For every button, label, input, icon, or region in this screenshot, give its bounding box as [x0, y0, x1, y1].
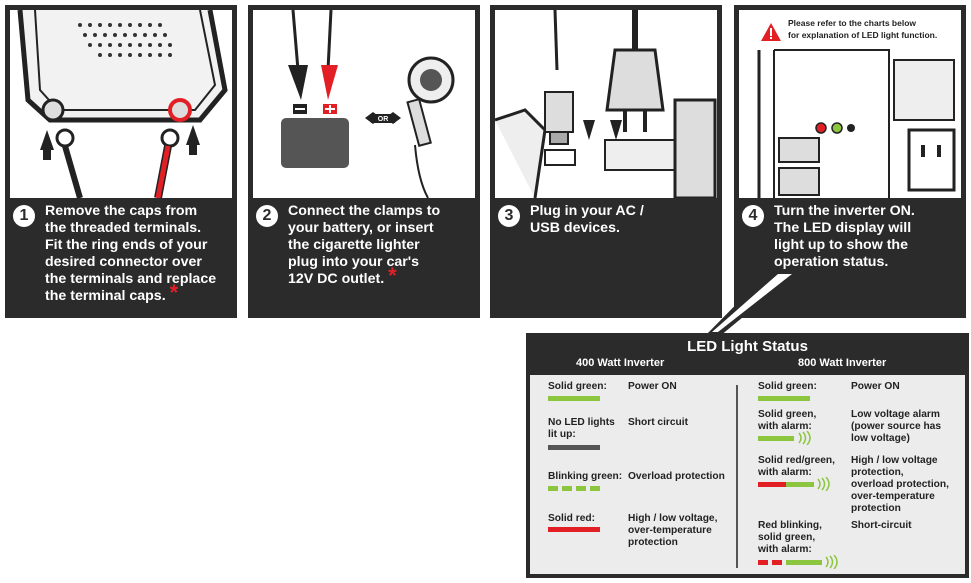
led-state-800-4: Red blinking, solid green, with alarm: — [758, 520, 822, 555]
led-bar-blink-green — [548, 486, 558, 491]
inverter-terminals-icon — [17, 10, 228, 198]
led-bar-blink-green — [576, 486, 586, 491]
step-panel-2: OR 2 Connect the clamps to your battery,… — [248, 5, 480, 318]
red-asterisk-icon: * — [388, 263, 397, 288]
step-caption: Turn the inverter ON. The LED display wi… — [774, 203, 915, 270]
step-caption: Connect the clamps to your battery, or i… — [288, 203, 441, 288]
led-bar-off — [548, 445, 600, 450]
svg-text:OR: OR — [378, 116, 389, 123]
led-meaning-800-3: High / low voltage protection, overload … — [851, 455, 949, 514]
led-meaning-800-2: Low voltage alarm (power source has low … — [851, 409, 942, 444]
column-header-400w: 400 Watt Inverter — [576, 357, 665, 369]
svg-text:Please refer to the charts bel: Please refer to the charts below for exp… — [788, 18, 937, 40]
led-status-chart: LED Light Status 400 Watt Inverter 800 W… — [526, 333, 969, 578]
led-state-800-3: Solid red/green, with alarm: — [758, 455, 835, 478]
step-panel-4: Please refer to the charts below for exp… — [734, 5, 966, 318]
led-bar-blink-green — [590, 486, 600, 491]
step-number: 2 — [256, 205, 278, 227]
ac-usb-plug-icon — [495, 10, 717, 198]
led-status-table: Solid green: Power ON No LED lights lit … — [530, 375, 965, 574]
battery-illustration: OR — [253, 10, 475, 198]
led-meaning-400-3: Overload protection — [628, 471, 725, 482]
led-state-800-2: Solid green, with alarm: — [758, 409, 817, 432]
led-state-400-4: Solid red: — [548, 513, 595, 524]
led-bar-solid-green — [758, 396, 810, 401]
led-bar-solid-green — [786, 560, 822, 565]
led-meaning-400-2: Short circuit — [628, 417, 689, 428]
step-number: 3 — [498, 205, 520, 227]
step-caption: Plug in your AC / USB devices. — [530, 203, 644, 236]
led-state-400-2: No LED lights lit up: — [548, 417, 615, 440]
led-state-800-1: Solid green: — [758, 381, 817, 392]
led-bar-solid-green — [548, 396, 600, 401]
led-meaning-400-4: High / low voltage, over-temperature pro… — [628, 513, 718, 548]
step-panel-1: 1 Remove the caps from the threaded term… — [5, 5, 237, 318]
step-caption: Remove the caps from the threaded termin… — [45, 203, 217, 305]
alarm-waves-icon — [817, 477, 830, 491]
led-bar-solid-green — [786, 482, 814, 487]
terminal-illustration — [10, 10, 232, 198]
callout-pointer — [705, 270, 800, 336]
led-bar-blink-green — [562, 486, 572, 491]
inverter-front-illustration: Please refer to the charts below for exp… — [739, 10, 961, 198]
led-state-400-3: Blinking green: — [548, 471, 623, 482]
battery-clamps-icon: OR — [281, 10, 455, 198]
led-bar-blink-red — [772, 560, 782, 565]
step-panel-3: 3 Plug in your AC / USB devices. — [490, 5, 722, 318]
column-header-800w: 800 Watt Inverter — [798, 357, 887, 369]
alarm-waves-icon — [798, 431, 811, 445]
led-bar-solid-green — [758, 436, 794, 441]
led-meaning-800-4: Short-circuit — [851, 520, 912, 531]
outlet-illustration — [495, 10, 717, 198]
led-meaning-400-1: Power ON — [628, 381, 677, 392]
column-divider — [736, 385, 738, 568]
led-status-title: LED Light Status — [687, 338, 808, 355]
led-meaning-800-1: Power ON — [851, 381, 900, 392]
led-bar-blink-red — [758, 560, 768, 565]
inverter-front-icon: Please refer to the charts below for exp… — [757, 18, 956, 198]
led-bar-solid-red — [758, 482, 786, 487]
led-state-400-1: Solid green: — [548, 381, 607, 392]
step-number: 1 — [13, 205, 35, 227]
battery-icon — [281, 118, 349, 168]
red-asterisk-icon: * — [169, 280, 179, 305]
step-number: 4 — [742, 205, 764, 227]
alarm-waves-icon — [825, 555, 838, 569]
led-bar-solid-red — [548, 527, 600, 532]
